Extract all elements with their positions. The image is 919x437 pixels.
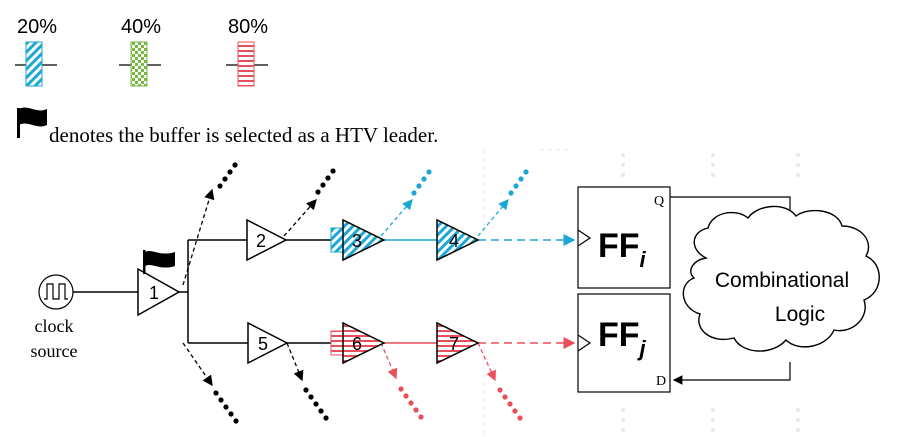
clock-label-line1: clock	[35, 316, 74, 336]
buffer-label: 4	[449, 231, 459, 251]
flipflop-i: FFi Q	[577, 186, 671, 289]
square-wave-icon	[44, 283, 68, 300]
clock-source: clock source	[31, 274, 78, 361]
buffer-3: 3	[330, 218, 386, 262]
buffer-label: 5	[258, 334, 268, 354]
ff-j-pin: D	[656, 374, 666, 389]
buffer-label: 2	[256, 231, 266, 251]
ff-i-pin: Q	[654, 194, 664, 209]
legend-swatch-green	[130, 41, 148, 87]
black-flag-icon	[17, 107, 47, 138]
clock-circle	[38, 274, 74, 310]
buffer-4: 4	[436, 218, 480, 262]
logic-label-line1: Combinational	[715, 269, 849, 292]
legend-label-40: 40%	[121, 16, 161, 38]
legend: 20% 40% 80%	[15, 16, 268, 87]
buffer-label: 7	[449, 334, 459, 354]
legend-item-80: 80%	[226, 16, 268, 87]
ff-j-label: FFj	[598, 316, 647, 361]
buffer-6: 6	[330, 321, 386, 365]
buffer-1: 1	[137, 250, 181, 317]
buffer-label: 3	[352, 231, 362, 251]
red-size-block	[330, 330, 344, 356]
ff-i-label: FFi	[598, 227, 647, 272]
logic-label-line2: Logic	[775, 303, 825, 326]
wires	[73, 196, 795, 385]
buffer-2: 2	[246, 218, 288, 262]
fanout-branches	[182, 188, 509, 387]
combinational-logic-cloud: Combinational Logic	[682, 205, 880, 352]
buffers: 1 2 3 4 5 6	[137, 218, 480, 365]
blue-size-block	[330, 227, 344, 253]
legend-label-80: 80%	[228, 16, 268, 38]
ellipsis-dots	[213, 162, 529, 424]
leader-note: denotes the buffer is selected as a HTV …	[17, 107, 438, 147]
legend-label-20: 20%	[17, 16, 57, 38]
legend-item-40: 40%	[119, 16, 161, 87]
legend-swatch-blue	[25, 41, 43, 87]
leader-note-text: denotes the buffer is selected as a HTV …	[49, 123, 438, 147]
buffer-label: 6	[352, 334, 362, 354]
clock-label-line2: source	[31, 341, 78, 361]
faded-background	[483, 149, 800, 437]
clock-pin-icon	[577, 334, 592, 352]
buffer-7: 7	[436, 321, 480, 365]
legend-swatch-red	[237, 41, 255, 87]
flipflop-j: FFj D	[577, 293, 671, 393]
clock-pin-icon	[577, 229, 592, 247]
black-flag-icon	[143, 250, 175, 274]
buffer-5: 5	[247, 321, 289, 365]
legend-item-20: 20%	[15, 16, 57, 87]
buffer-label: 1	[149, 283, 159, 303]
